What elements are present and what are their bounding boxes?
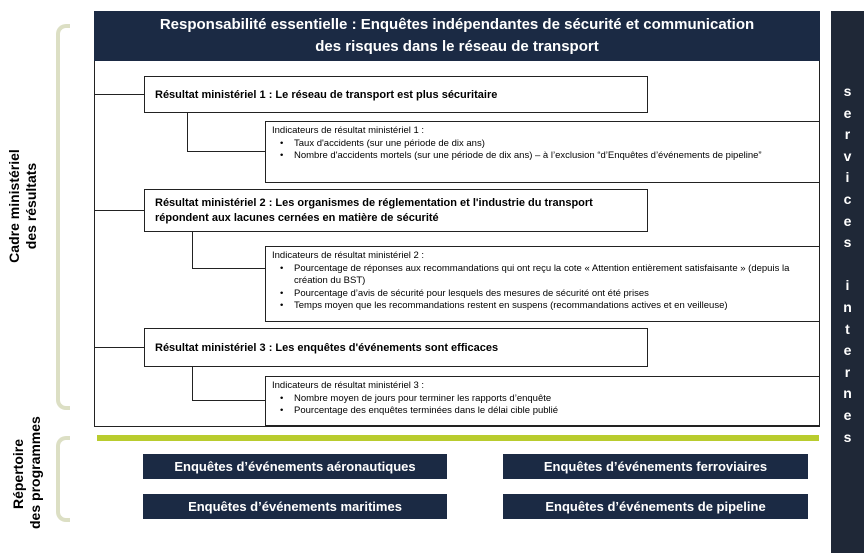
core-responsibility-line2: des risques dans le réseau de transport [315,38,599,55]
cadre-bracket [56,24,70,410]
program-aero-box: Enquêtes d’événements aéronautiques [143,454,447,479]
connector-line [187,151,265,152]
connector-line [192,268,265,269]
repertoire-programmes-label: Répertoire des programmes [10,416,43,529]
internal-services-letter: i [845,169,850,186]
cadre-ministeriel-label: Cadre ministériel des résultats [6,149,39,263]
internal-services-letter [838,254,858,276]
indicators-1-title: Indicateurs de résultat ministériel 1 : [272,125,425,136]
result-2-box: Résultat ministériel 2 : Les organismes … [144,189,648,232]
indicators-3-title: Indicateurs de résultat ministériel 3 : [272,380,425,391]
connector-line [187,113,188,151]
indicators-1-box: Indicateurs de résultat ministériel 1 : … [265,121,820,183]
connector-line [192,367,193,400]
indicators-2-title: Indicateurs de résultat ministériel 2 : [272,250,425,261]
internal-services-letter: e [843,406,852,423]
connector-line [192,232,193,268]
result-2-label-line2: répondent aux lacunes cernées en matière… [155,211,439,224]
internal-services-letter: i [845,277,850,294]
result-3-label: Résultat ministériel 3 : Les enquêtes d'… [155,341,499,354]
internal-services-letter: v [843,147,852,164]
internal-services-letter: n [843,385,852,402]
indicator-item: Pourcentage d’avis de sécurité pour lesq… [280,288,813,301]
connector-line [94,347,144,348]
result-2-label-line1: Résultat ministériel 2 : Les organismes … [155,196,593,209]
connector-line [94,210,144,211]
program-pipeline-box: Enquêtes d’événements de pipeline [503,494,808,519]
indicator-item: Nombre moyen de jours pour terminer les … [280,393,813,406]
internal-services-letter: s [843,83,852,99]
internal-services-letter: c [843,190,852,207]
indicator-item: Taux d'accidents (sur une période de dix… [280,138,813,151]
indicators-3-box: Indicateurs de résultat ministériel 3 : … [265,376,820,426]
internal-services-letter: e [843,212,852,229]
result-1-box: Résultat ministériel 1 : Le réseau de tr… [144,76,648,113]
connector-line [94,94,144,95]
separator-bar [97,435,819,441]
internal-services-letter: s [843,234,852,251]
indicators-3-list: Nombre moyen de jours pour terminer les … [280,393,813,418]
outcomes-frame [94,61,820,427]
indicators-1-list: Taux d'accidents (sur une période de dix… [280,138,813,163]
program-marine-box: Enquêtes d’événements maritimes [143,494,447,519]
indicator-item: Nombre d'accidents mortels (sur une péri… [280,150,813,163]
indicator-item: Pourcentage des enquêtes terminées dans … [280,405,813,418]
core-responsibility-box: Responsabilité essentielle : Enquêtes in… [94,11,820,61]
internal-services-letter: e [843,342,852,359]
result-1-label: Résultat ministériel 1 : Le réseau de tr… [155,88,498,101]
indicators-2-list: Pourcentage de réponses aux recommandati… [280,263,813,313]
internal-services-letter: n [843,298,852,315]
indicator-item: Temps moyen que les recommandations rest… [280,300,813,313]
internal-services-letter: e [843,104,852,121]
internal-services-letter: r [844,363,851,380]
internal-services-letter: r [844,126,851,143]
result-3-box: Résultat ministériel 3 : Les enquêtes d'… [144,328,648,367]
internal-services-letter: t [845,320,850,337]
internal-services-letter: s [843,428,852,445]
connector-line [192,400,265,401]
core-responsibility-line1: Responsabilité essentielle : Enquêtes in… [159,16,755,33]
indicators-2-box: Indicateurs de résultat ministériel 2 : … [265,246,820,322]
repertoire-bracket [56,436,70,522]
program-rail-box: Enquêtes d’événements ferroviaires [503,454,808,479]
indicator-item: Pourcentage de réponses aux recommandati… [280,263,813,288]
